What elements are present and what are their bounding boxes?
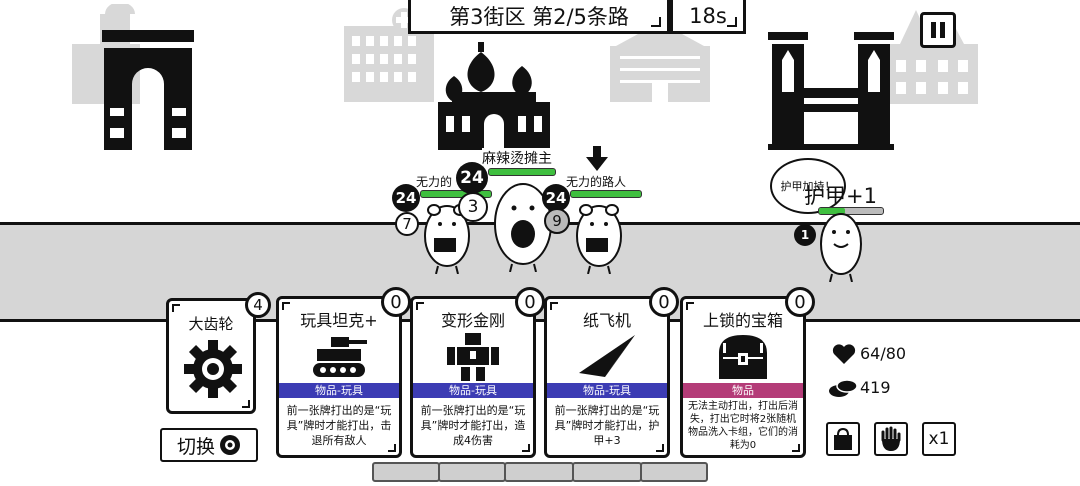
card-title: 纸飞机 — [582, 311, 631, 330]
switch-gear-icon — [220, 435, 240, 455]
deck-slot — [504, 462, 574, 482]
hand-icon — [881, 426, 901, 451]
gear-icon — [184, 340, 242, 398]
hand-card[interactable]: 纸飞机 0 物品-玩具 前一张牌打出的是“玩具”牌时才能打出，护甲+3 — [544, 287, 679, 458]
deck-slot — [438, 462, 506, 482]
card-title: 变形金刚 — [440, 311, 505, 330]
location-panel: 第3街区 第2/5条路 — [408, 0, 670, 34]
card-type: 物品 — [683, 383, 803, 398]
card-desc: 无法主动打出，打出后消失，打出它时将2张随机物品洗入卡组，它们的消耗为0 — [688, 401, 798, 451]
timer-text: 18s — [689, 3, 727, 28]
deck-slot — [572, 462, 642, 482]
enemy-name: 无力的路人 — [566, 175, 627, 189]
robot-icon — [447, 333, 499, 381]
card-cost: 0 — [381, 287, 411, 317]
pause-button[interactable] — [920, 12, 956, 48]
card-desc: 前一张牌打出的是“玩具”牌时才能打出，造成4伤害 — [420, 404, 526, 447]
card-type: 物品-玩具 — [413, 383, 533, 398]
coins-icon — [829, 379, 858, 397]
pause-icon — [931, 22, 945, 38]
enemy-hp-bar — [488, 168, 556, 176]
gate-building-icon — [768, 32, 894, 150]
player-speech-text: 护甲加持！ — [780, 180, 836, 193]
target-arrow-icon — [586, 146, 608, 171]
hand-card[interactable]: 变形金刚 0 物品-玩具 前一张牌打出的是“玩具”牌时才能打出，造成4伤害 — [410, 287, 545, 458]
speed-button[interactable]: x1 — [922, 422, 956, 456]
equipment-card[interactable]: 大齿轮 — [166, 298, 256, 414]
card-desc: 前一张牌打出的是“玩具”牌时才能打出，护甲+3 — [554, 404, 660, 447]
card-desc: 前一张牌打出的是“玩具”牌时才能打出，击退所有敌人 — [286, 404, 392, 447]
switch-button[interactable]: 切换 — [160, 428, 258, 462]
enemy-hp-badge: 24 — [456, 162, 488, 194]
tank-icon — [313, 337, 367, 377]
hand-card[interactable]: 玩具坦克+ 0 物品-玩具 前一张牌打出的是“玩具”牌时才能打出，击退所有敌人 — [276, 287, 411, 458]
hand-card[interactable]: 上锁的宝箱 0 物品 无法主动打出，打出后消失，打出它时将2张随机物品洗入卡组，… — [680, 287, 815, 458]
cathedral-building-icon — [438, 42, 550, 150]
hp-text: 64/80 — [860, 344, 907, 363]
card-type: 物品-玩具 — [279, 383, 399, 398]
enemy-hp-bar — [420, 190, 492, 198]
card-title: 上锁的宝箱 — [702, 311, 783, 330]
card-cost: 0 — [649, 287, 679, 317]
enemy-bear-figure[interactable] — [572, 198, 626, 274]
timer-panel: 18s — [670, 0, 746, 34]
deck-slot — [372, 462, 440, 482]
card-cost: 0 — [515, 287, 545, 317]
enemy-name: 无力的 — [416, 175, 453, 189]
player-speech-bubble: 护甲加持！ — [770, 158, 846, 214]
heart-icon — [832, 344, 856, 364]
player-bar — [818, 207, 884, 215]
player-shield-badge: 1 — [794, 224, 816, 246]
treasure-chest-icon — [719, 335, 767, 379]
house-building-icon — [610, 22, 710, 102]
paper-plane-icon — [579, 335, 635, 377]
coins-text: 419 — [860, 378, 891, 397]
enemy-hp-bar — [570, 190, 642, 198]
hand-button[interactable] — [874, 422, 908, 456]
player-bear-figure — [820, 213, 862, 282]
enemy-name: 麻辣烫摊主 — [482, 148, 552, 168]
card-title: 玩具坦克+ — [300, 311, 378, 330]
card-type: 物品-玩具 — [547, 383, 667, 398]
enemy-hp-badge: 24 — [542, 184, 570, 212]
enemy-armor-badge: 7 — [395, 212, 419, 236]
bag-button[interactable] — [826, 422, 860, 456]
player-armor-gain: 护甲+1 — [804, 184, 877, 208]
bag-icon — [834, 427, 852, 450]
equipment-name: 大齿轮 — [188, 315, 234, 333]
deck-slot — [640, 462, 708, 482]
enemy-armor-badge: 3 — [458, 192, 488, 222]
card-cost: 0 — [785, 287, 815, 317]
enemy-hp-badge: 24 — [392, 184, 420, 212]
arch-building-icon — [72, 4, 194, 150]
location-text: 第3街区 第2/5条路 — [449, 4, 629, 29]
switch-label: 切换 — [176, 435, 215, 458]
enemy-armor-badge: 9 — [544, 208, 570, 234]
equipment-count-badge: 4 — [245, 292, 271, 318]
